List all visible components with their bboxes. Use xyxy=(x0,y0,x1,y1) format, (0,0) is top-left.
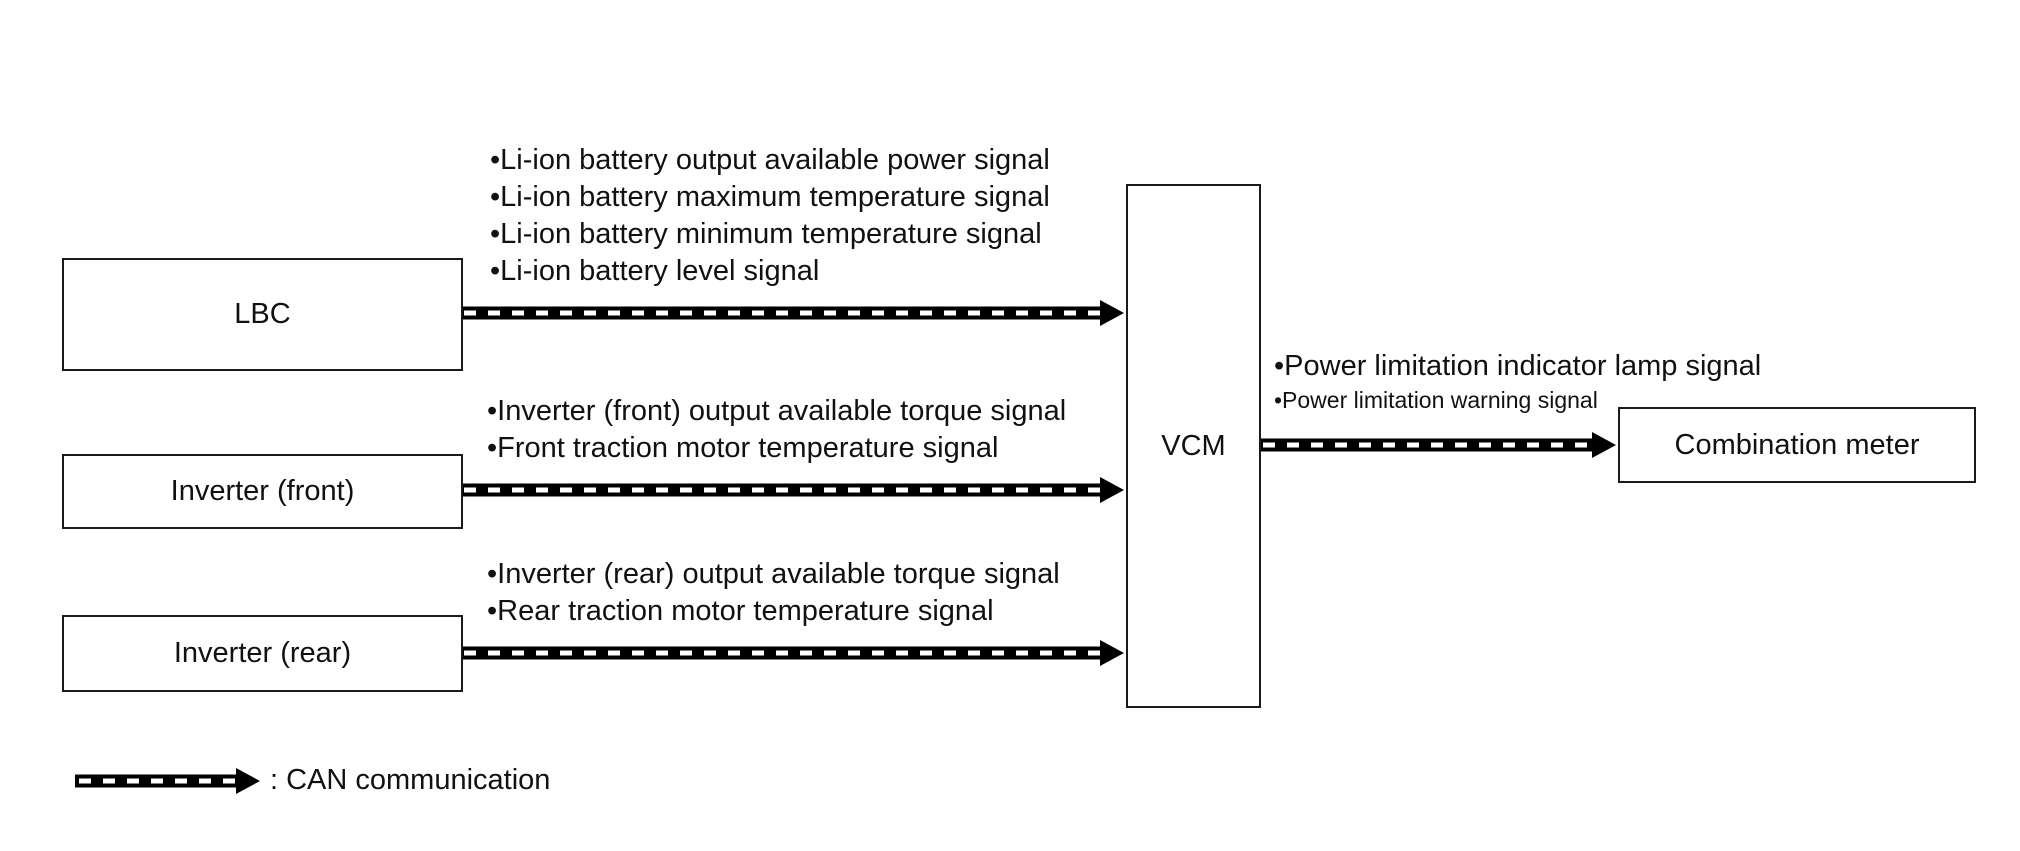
signal-label: •Li-ion battery minimum temperature sign… xyxy=(490,218,1042,250)
inverter-rear-box: Inverter (rear) xyxy=(62,615,463,692)
signal-label: •Front traction motor temperature signal xyxy=(487,432,999,464)
signal-label: •Li-ion battery output available power s… xyxy=(490,144,1050,176)
lbc-label: LBC xyxy=(234,298,291,330)
arrow-rear-to-vcm xyxy=(460,640,1124,666)
arrow-vcm-to-meter xyxy=(1259,432,1616,458)
arrow-lbc-to-vcm xyxy=(460,300,1124,326)
combination-meter-box: Combination meter xyxy=(1618,407,1976,483)
inverter-front-label: Inverter (front) xyxy=(170,475,355,507)
signal-label: •Rear traction motor temperature signal xyxy=(487,595,994,627)
legend-arrow xyxy=(75,768,260,794)
signal-label: •Inverter (rear) output available torque… xyxy=(487,558,1060,590)
lbc-box: LBC xyxy=(62,258,463,371)
inverter-front-box: Inverter (front) xyxy=(62,454,463,529)
rear-signal-list: •Inverter (rear) output available torque… xyxy=(487,556,1060,630)
meter-signal-list: •Power limitation indicator lamp signal … xyxy=(1274,348,1761,415)
combination-meter-label: Combination meter xyxy=(1674,428,1920,461)
lbc-signal-list: •Li-ion battery output available power s… xyxy=(490,142,1050,290)
signal-label: •Li-ion battery level signal xyxy=(490,255,820,287)
legend-label: : CAN communication xyxy=(270,764,551,796)
vcm-box: VCM xyxy=(1126,184,1261,708)
signal-label: •Power limitation indicator lamp signal xyxy=(1274,350,1762,382)
front-signal-list: •Inverter (front) output available torqu… xyxy=(487,393,1066,467)
signal-label-small: •Power limitation warning signal xyxy=(1274,387,1598,413)
signal-label: •Inverter (front) output available torqu… xyxy=(487,395,1067,427)
arrow-front-to-vcm xyxy=(460,477,1124,503)
inverter-rear-label: Inverter (rear) xyxy=(173,637,352,669)
vcm-label: VCM xyxy=(1161,429,1226,462)
signal-label: •Li-ion battery maximum temperature sign… xyxy=(490,181,1050,213)
